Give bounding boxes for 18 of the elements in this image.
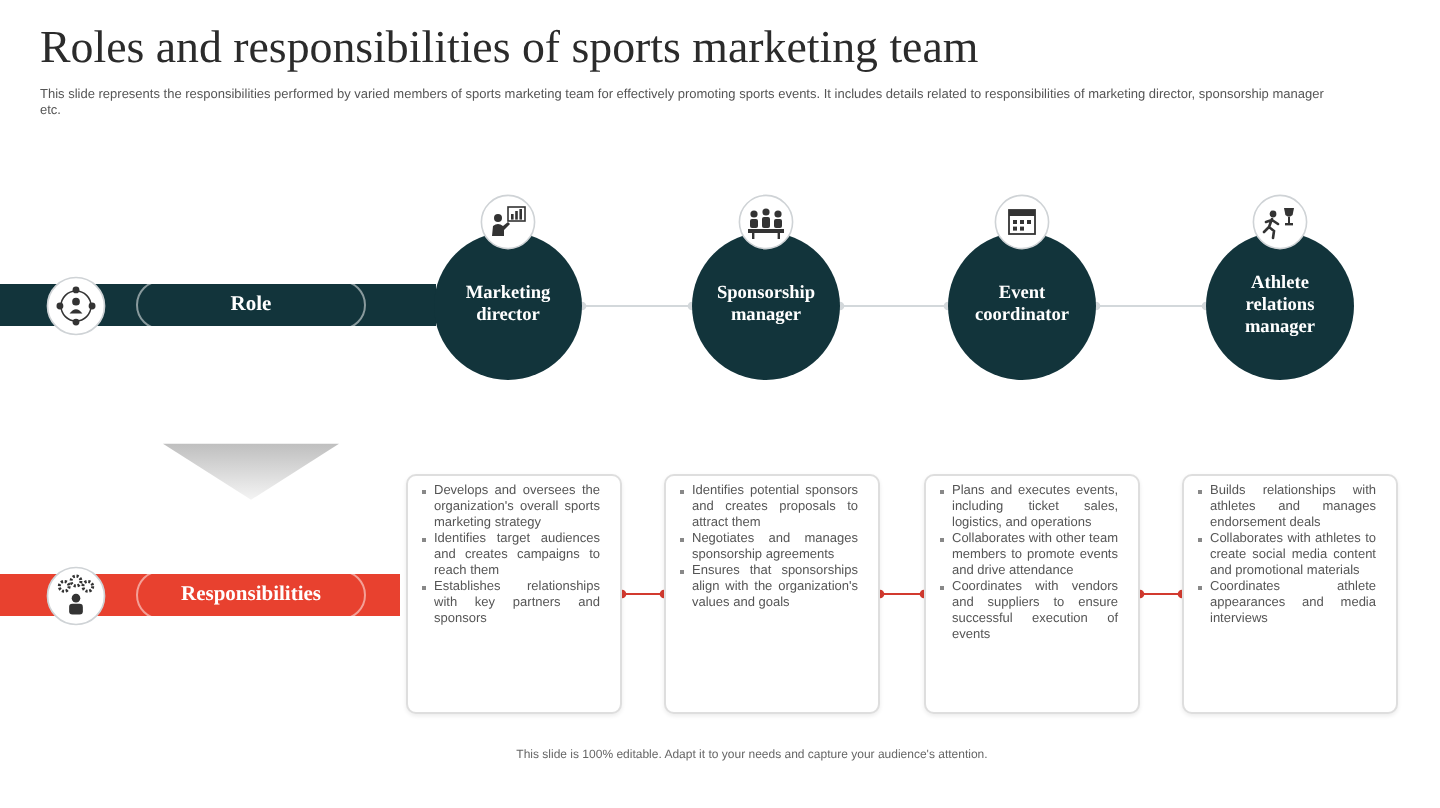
- role-title: Event coordinator: [973, 284, 1071, 328]
- role-title: Marketing director: [463, 284, 553, 328]
- responsibility-card: [406, 474, 622, 714]
- chevron-arrow: [163, 443, 339, 500]
- responsibility-card: [924, 474, 1140, 714]
- connector-line: [577, 301, 697, 311]
- connector-line: [1091, 301, 1211, 311]
- band-title: Role: [136, 280, 366, 330]
- responsibility-card: [1182, 474, 1398, 714]
- connector-line: [875, 589, 929, 599]
- responsibility-card: [664, 474, 880, 714]
- role-title: Sponsorship manager: [714, 284, 818, 328]
- connector-line: [835, 301, 953, 311]
- role-title: Athlete relations manager: [1242, 273, 1318, 339]
- connector-line: [617, 589, 669, 599]
- connector-line: [1135, 589, 1187, 599]
- slide-title: Roles and responsibilities of sports marketing team: [40, 20, 979, 74]
- band-title: Responsibilities: [136, 570, 366, 620]
